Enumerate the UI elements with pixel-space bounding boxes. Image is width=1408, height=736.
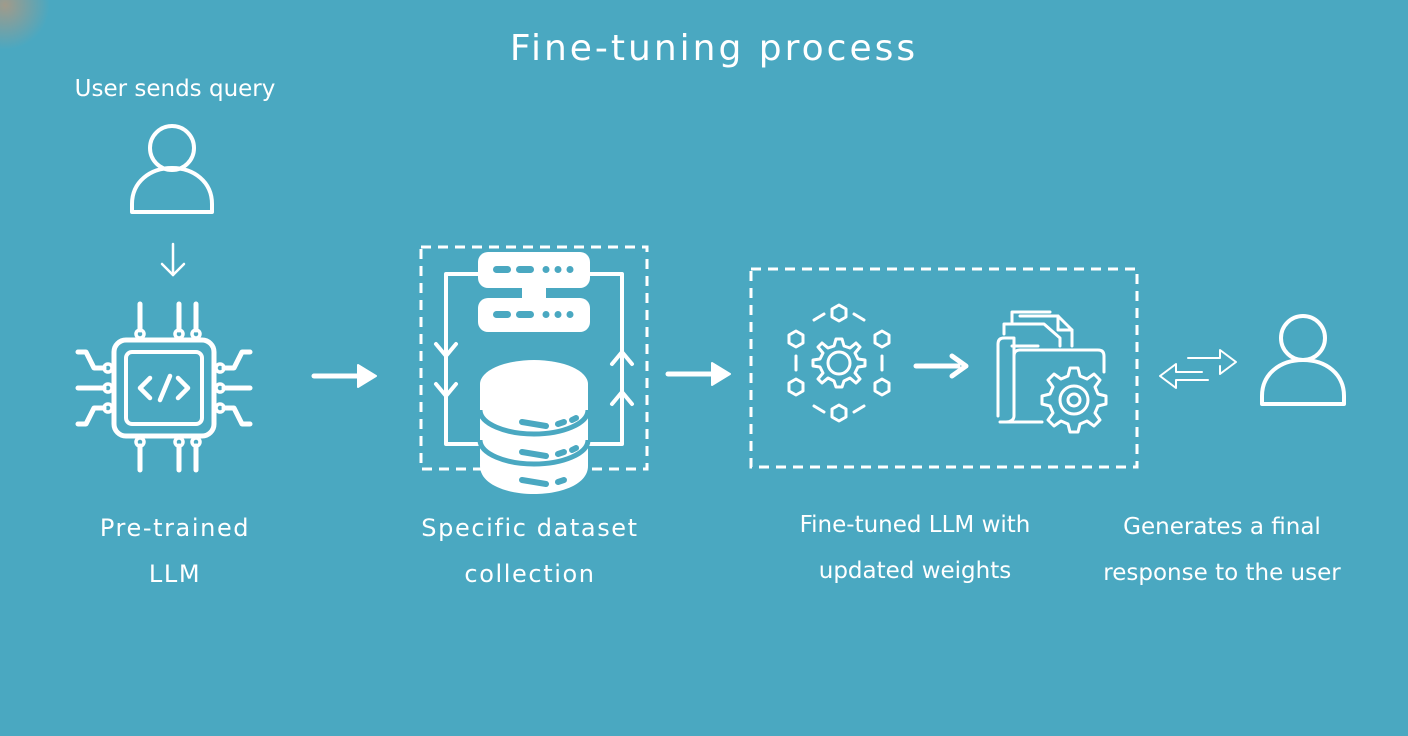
step-label-pretrained-llm: Pre-trained LLM <box>40 505 310 597</box>
arrow-right-icon <box>311 364 377 388</box>
label-line: updated weights <box>818 558 1012 584</box>
arrow-right-icon <box>913 353 969 379</box>
gear-network-to-folder-gear-icon <box>749 267 1139 469</box>
code-chip-icon <box>75 301 253 473</box>
arrow-down-icon <box>160 242 186 277</box>
database-server-cycle-icon <box>419 245 649 494</box>
label-line: User sends query <box>74 76 276 102</box>
diagram-title: Fine-tuning process <box>509 28 919 69</box>
label-line: collection <box>464 560 596 588</box>
label-line: Generates a final <box>1123 514 1321 540</box>
step-label-user-query: User sends query <box>40 66 310 112</box>
folder-gear-icon <box>996 310 1108 434</box>
user-icon <box>1260 314 1346 406</box>
bidirectional-arrow-icon <box>1159 349 1237 389</box>
label-line: LLM <box>148 560 202 588</box>
dashed-frame <box>749 267 1139 469</box>
step-label-final-response: Generates a final response to the user <box>1087 504 1357 596</box>
user-icon <box>130 124 214 214</box>
gear-network-icon <box>787 303 891 423</box>
label-line: Fine-tuned LLM with <box>799 512 1031 538</box>
step-label-fine-tuned-llm: Fine-tuned LLM with updated weights <box>780 502 1050 594</box>
label-line: Specific dataset <box>421 514 639 542</box>
label-line: Pre-trained <box>99 514 251 542</box>
step-label-dataset-collection: Specific dataset collection <box>395 505 665 597</box>
arrow-right-icon <box>665 362 731 386</box>
label-line: response to the user <box>1103 560 1341 586</box>
